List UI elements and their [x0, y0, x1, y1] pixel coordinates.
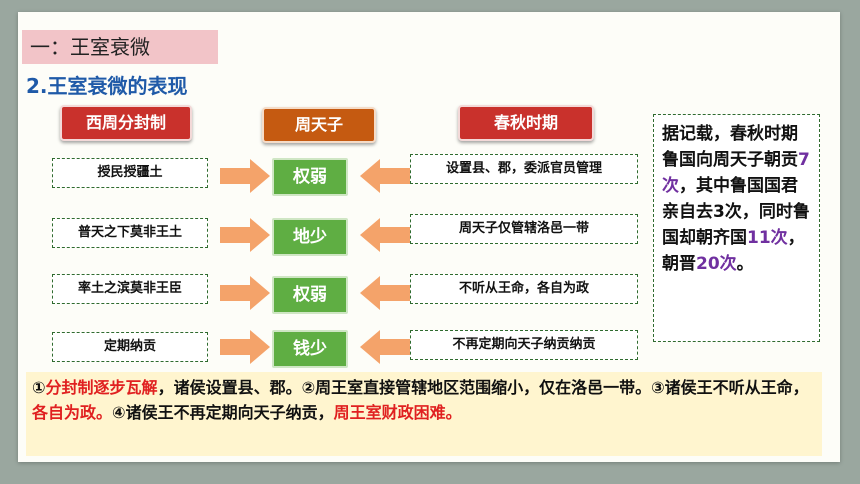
- note-number: 11次: [747, 228, 788, 248]
- summary-highlight: 各自为政。: [32, 403, 113, 422]
- summary-text: ①: [32, 378, 46, 397]
- center-box-4: 钱少: [272, 330, 348, 368]
- center-box-1: 权弱: [272, 158, 348, 196]
- right-box-3: 不听从王命，各自为政: [410, 274, 638, 304]
- left-box-2: 普天之下莫非王土: [52, 218, 208, 248]
- right-box-2: 周天子仅管辖洛邑一带: [410, 214, 638, 244]
- right-arrow-icon: [220, 218, 270, 252]
- note-text: ，其中鲁国国君亲自去3次，同时鲁国却朝齐国: [662, 176, 810, 248]
- note-number: 20次: [696, 254, 737, 274]
- note-number: 7次: [662, 150, 810, 196]
- right-box-1: 设置县、郡，委派官员管理: [410, 154, 638, 184]
- header-left: 西周分封制: [60, 105, 192, 141]
- left-arrow-icon: [360, 276, 410, 310]
- side-note: 据记载，春秋时期鲁国向周天子朝贡7次，其中鲁国国君亲自去3次，同时鲁国却朝齐国1…: [653, 114, 820, 342]
- header-right: 春秋时期: [458, 105, 594, 141]
- summary-highlight: 周王室财政困难。: [333, 403, 462, 422]
- center-box-3: 权弱: [272, 276, 348, 314]
- summary-highlight: 分封制逐步瓦解: [45, 378, 158, 397]
- left-arrow-icon: [360, 218, 410, 252]
- right-box-4: 不再定期向天子纳贡纳贡: [410, 330, 638, 360]
- summary-box: ①分封制逐步瓦解，诸侯设置县、郡。②周王室直接管辖地区范围缩小，仅在洛邑一带。③…: [26, 372, 822, 456]
- subtitle: 2.王室衰微的表现: [26, 74, 188, 98]
- center-box-2: 地少: [272, 218, 348, 256]
- left-arrow-icon: [360, 330, 410, 364]
- left-box-1: 授民授疆土: [52, 158, 208, 188]
- left-box-3: 率土之滨莫非王臣: [52, 274, 208, 304]
- right-arrow-icon: [220, 276, 270, 310]
- right-arrow-icon: [220, 330, 270, 364]
- summary-text: ，诸侯设置县、郡。②周王室直接管辖地区范围缩小，仅在洛邑一带。③诸侯王不听从王命…: [157, 378, 809, 397]
- left-arrow-icon: [360, 159, 410, 193]
- note-text: 据记载，春秋时期鲁国向周天子朝贡: [662, 124, 798, 170]
- note-text: 。: [736, 254, 754, 274]
- section-title: 一：王室衰微: [22, 30, 218, 64]
- header-center: 周天子: [262, 107, 376, 143]
- note-text: ，朝晋: [662, 228, 805, 274]
- left-box-4: 定期纳贡: [52, 332, 208, 362]
- slide: 一：王室衰微 2.王室衰微的表现 西周分封制 周天子 春秋时期 授民授疆土 权弱…: [18, 12, 840, 462]
- summary-text: ④诸侯王不再定期向天子纳贡，: [112, 403, 334, 422]
- right-arrow-icon: [220, 159, 270, 193]
